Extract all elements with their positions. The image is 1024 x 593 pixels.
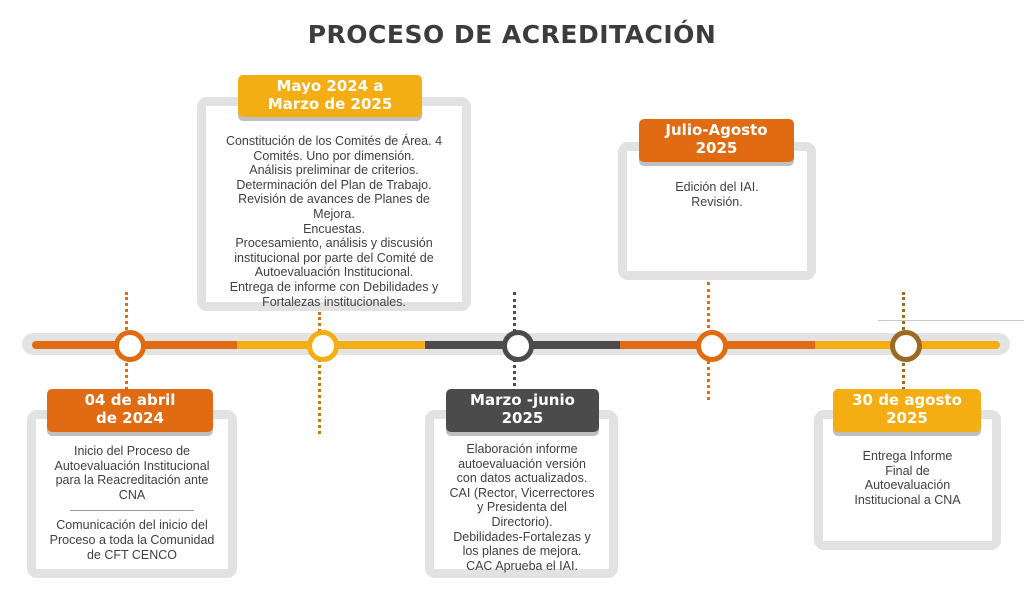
text-line: Revisión de avances de Planes de bbox=[238, 192, 430, 207]
text-line: autoevaluación versión bbox=[458, 456, 586, 471]
text-line: Proceso a toda la Comunidad bbox=[49, 532, 215, 547]
text-line: para la Reacreditación ante bbox=[55, 473, 209, 488]
decorative-line bbox=[878, 320, 1024, 321]
text-line: Directorio). bbox=[491, 514, 553, 529]
text-line: Análisis preliminar de criterios. bbox=[249, 163, 419, 178]
connector-2 bbox=[318, 312, 321, 434]
text-line: Comités. Uno por dimensión. bbox=[253, 148, 415, 163]
milestone-card-4 bbox=[618, 142, 816, 280]
text-line: Debilidades-Fortalezas y bbox=[453, 529, 591, 544]
text-line: Autoevaluación Institucional bbox=[54, 458, 210, 473]
milestone-date-4: Julio-Agosto 2025 bbox=[639, 119, 794, 162]
text-line: Institucional a CNA bbox=[854, 492, 961, 507]
milestone-text-2: Constitución de los Comités de Área. 4 C… bbox=[206, 134, 462, 309]
text-line: Inicio del Proceso de bbox=[73, 444, 191, 458]
milestone-date-1: 04 de abril de 2024 bbox=[47, 389, 213, 432]
text-line: Autoevaluación Institucional. bbox=[254, 265, 414, 280]
text-line: con datos actualizados. bbox=[456, 471, 588, 486]
milestone-text-1: Inicio del Proceso de Autoevaluación Ins… bbox=[36, 444, 228, 562]
date-line: 2025 bbox=[501, 409, 544, 427]
text-line: CAI (Rector, Vicerrectores bbox=[449, 485, 595, 500]
text-line: Edición del IAI. bbox=[675, 180, 759, 194]
text-line: CNA bbox=[118, 487, 146, 502]
text-line: Procesamiento, análisis y discusión bbox=[235, 236, 433, 251]
milestone-date-2: Mayo 2024 a Marzo de 2025 bbox=[238, 75, 422, 117]
text-line: Entrega Informe bbox=[862, 449, 953, 463]
text-line: los planes de mejora. bbox=[462, 544, 582, 559]
milestone-text-3: Elaboración informe autoevaluación versi… bbox=[434, 442, 610, 573]
milestone-text-4: Edición del IAI. Revisión. bbox=[627, 180, 807, 209]
milestone-date-3: Marzo -junio 2025 bbox=[446, 389, 599, 432]
milestone-date-5: 30 de agosto 2025 bbox=[833, 389, 981, 432]
date-line: Marzo de 2025 bbox=[267, 95, 393, 113]
text-line: Fortalezas institucionales. bbox=[262, 294, 406, 309]
text-line: institucional por parte del Comité de bbox=[234, 250, 434, 265]
date-line: Marzo -junio bbox=[470, 391, 575, 409]
text-line: CAC Aprueba el IAI. bbox=[466, 558, 578, 573]
date-line: 2025 bbox=[695, 139, 738, 157]
date-line: Julio-Agosto bbox=[665, 121, 768, 139]
text-line: Final de bbox=[885, 463, 930, 478]
milestone-node-5 bbox=[890, 330, 922, 362]
milestone-text-5: Entrega Informe Final de Autoevaluación … bbox=[823, 449, 992, 507]
page-title: PROCESO DE ACREDITACIÓN bbox=[307, 20, 717, 49]
date-line: Mayo 2024 a bbox=[276, 77, 384, 95]
milestone-card-3 bbox=[425, 410, 618, 578]
text-line: Mejora. bbox=[313, 206, 355, 221]
date-line: 04 de abril bbox=[84, 391, 176, 409]
date-line: 2025 bbox=[886, 409, 928, 427]
text-line: Constitución de los Comités de Área. 4 bbox=[225, 134, 443, 148]
text-line: Determinación del Plan de Trabajo. bbox=[236, 177, 432, 192]
text-line: Comunicación del inicio del bbox=[56, 518, 208, 533]
text-line: Encuestas. bbox=[303, 221, 365, 236]
milestone-node-1 bbox=[114, 330, 146, 362]
milestone-node-2 bbox=[307, 330, 339, 362]
text-line: Autoevaluación bbox=[864, 478, 951, 493]
text-line: y Presidenta del bbox=[477, 500, 567, 515]
divider bbox=[70, 510, 194, 512]
text-line: Entrega de informe con Debilidades y bbox=[229, 279, 439, 294]
date-line: de 2024 bbox=[96, 409, 164, 427]
text-line: Revisión. bbox=[691, 194, 743, 209]
text-line: Elaboración informe bbox=[466, 442, 578, 456]
milestone-card-1 bbox=[27, 410, 237, 578]
milestone-node-4 bbox=[696, 330, 728, 362]
text-line: de CFT CENCO bbox=[86, 547, 178, 562]
milestone-node-3 bbox=[502, 330, 534, 362]
date-line: 30 de agosto bbox=[852, 391, 962, 409]
